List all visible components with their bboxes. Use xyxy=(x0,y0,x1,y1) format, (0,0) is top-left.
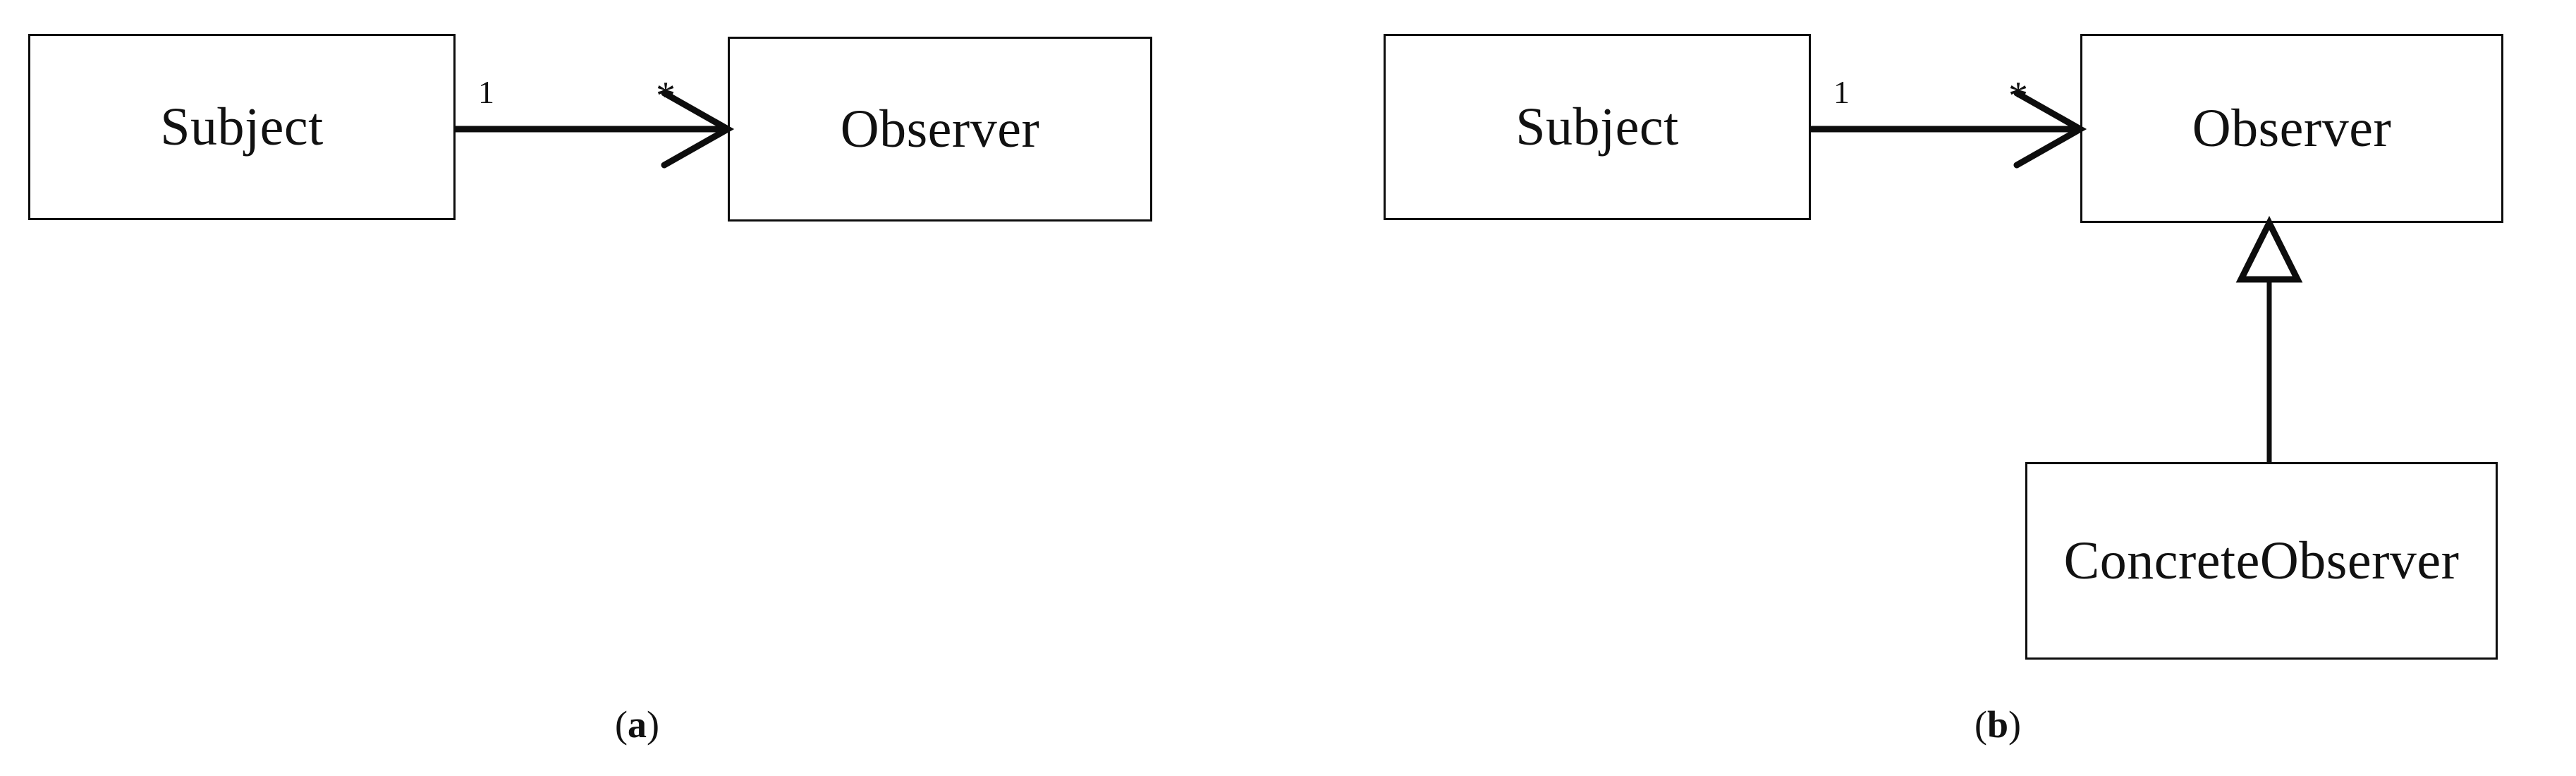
class-box-concrete-observer-b: ConcreteObserver xyxy=(2025,462,2498,660)
caption-a-letter: a xyxy=(627,703,647,746)
hollow-triangle-arrowhead-b xyxy=(2235,215,2303,283)
class-name-observer-a: Observer xyxy=(840,99,1040,159)
multiplicity-source-b: 1 xyxy=(1833,74,1850,110)
caption-a: (a) xyxy=(615,705,659,744)
caption-b-letter: b xyxy=(1986,703,2009,746)
multiplicity-target-b: * xyxy=(2008,74,2028,118)
multiplicity-source-a: 1 xyxy=(478,74,494,110)
class-name-subject-a: Subject xyxy=(160,97,324,157)
class-name-subject-b: Subject xyxy=(1515,97,1679,157)
class-box-observer-b: Observer xyxy=(2080,34,2503,223)
caption-a-close-paren: ) xyxy=(646,703,659,746)
class-name-concrete-observer-b: ConcreteObserver xyxy=(2063,531,2460,590)
class-box-subject-a: Subject xyxy=(28,34,456,220)
class-box-subject-b: Subject xyxy=(1384,34,1811,220)
caption-a-open-paren: ( xyxy=(615,703,628,746)
class-box-observer-a: Observer xyxy=(728,37,1152,222)
multiplicity-target-a: * xyxy=(656,74,676,118)
class-name-observer-b: Observer xyxy=(2192,99,2392,158)
caption-b-open-paren: ( xyxy=(1974,703,1987,746)
caption-b-close-paren: ) xyxy=(2008,703,2022,746)
caption-b: (b) xyxy=(1974,705,2021,744)
